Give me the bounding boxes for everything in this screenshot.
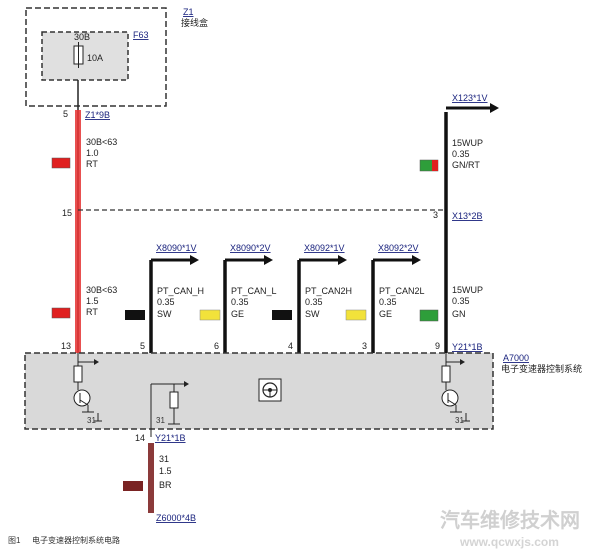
pin-5-top: 5 (63, 109, 68, 119)
wire-wup-top-gauge: 0.35 (452, 149, 470, 159)
wire-wup-top-circuit: 15WUP (452, 138, 483, 148)
resistor-right (441, 365, 451, 383)
watermark-cn: 汽车维修技术网 (440, 508, 580, 532)
wire-canh1-gauge: 0.35 (157, 297, 175, 307)
ecu-name: 电子变速器控制系统 (501, 363, 582, 374)
wire-30b-mid-circuit: 30B<63 (86, 285, 117, 295)
wire-canh1-color: SW (157, 309, 172, 319)
gnd-mid-label: 31 (156, 416, 165, 425)
watermark-url: www.qcwxjs.com (459, 535, 559, 549)
figure-caption: 电子变速器控制系统电路 (32, 535, 120, 545)
wire-wup-mid-circuit: 15WUP (452, 285, 483, 295)
connector-y21-1b-top: Y21*1B (452, 342, 483, 352)
wire-wup-top-color: GN/RT (452, 160, 480, 170)
wire-gnd-circuit: 31 (159, 454, 169, 464)
connector-x8092-1v: X8092*1V (304, 243, 345, 253)
pin-9: 9 (435, 341, 440, 351)
color-swatch-rt-1 (51, 157, 71, 169)
junction-box-outline (25, 7, 167, 107)
wire-30b-top-color: RT (86, 159, 98, 169)
color-swatch-rt-2 (51, 307, 71, 319)
figure-number: 图1 (8, 536, 21, 545)
wire-31-brown (148, 443, 154, 513)
wire-gnd-gauge: 1.5 (159, 466, 172, 476)
pin-6: 6 (214, 341, 219, 351)
wire-canl1-gauge: 0.35 (231, 297, 249, 307)
color-swatch-ge-2 (345, 309, 367, 321)
fuse-terminal: 30B (74, 32, 90, 42)
wire-canl1-color: GE (231, 309, 244, 319)
wire-wup-mid-gauge: 0.35 (452, 296, 470, 306)
junction-box-name: 接线盒 (181, 17, 208, 28)
gnd-right-label: 31 (455, 416, 464, 425)
resistor-middle (169, 391, 179, 409)
connector-z1-9b: Z1*9B (85, 110, 110, 120)
color-swatch-sw-1 (125, 310, 145, 320)
wire-canh2-color: SW (305, 309, 320, 319)
wire-30b-mid-color: RT (86, 307, 98, 317)
connector-y21-1b-bottom: Y21*1B (155, 433, 186, 443)
wire-wup-mid-color: GN (452, 309, 466, 319)
fuse-box-outline (41, 31, 129, 81)
pin-4: 4 (288, 341, 293, 351)
pin-3: 3 (362, 341, 367, 351)
resistor-left (73, 365, 83, 383)
connector-x13-2b: X13*2B (452, 211, 483, 221)
connector-x123-1v: X123*1V (452, 93, 488, 103)
wire-canh2-circuit: PT_CAN2H (305, 286, 352, 296)
fuse-rating: 10A (87, 53, 103, 63)
pin-13: 13 (61, 341, 71, 351)
transistor-right-icon (441, 389, 459, 407)
color-swatch-sw-2 (272, 310, 292, 320)
connector-x8090-2v: X8090*2V (230, 243, 271, 253)
wire-30b-top-gauge: 1.0 (86, 148, 99, 158)
pin-15: 15 (62, 208, 72, 218)
transistor-left-icon (73, 389, 91, 407)
ecu-id: A7000 (503, 353, 529, 363)
connector-x8090-1v: X8090*1V (156, 243, 197, 253)
wire-canl2-gauge: 0.35 (379, 297, 397, 307)
wire-30b-top-circuit: 30B<63 (86, 137, 117, 147)
pin-14: 14 (135, 433, 145, 443)
pin-3-right: 3 (433, 210, 438, 220)
gnd-left-label: 31 (87, 416, 96, 425)
color-swatch-gn (419, 309, 439, 322)
connector-z6000-4b: Z6000*4B (156, 513, 196, 523)
junction-box-id: Z1 (183, 7, 194, 17)
fuse-id: F63 (133, 30, 149, 40)
wire-canl2-color: GE (379, 309, 392, 319)
color-swatch-ge-1 (199, 309, 221, 321)
wire-canl1-circuit: PT_CAN_L (231, 286, 277, 296)
wire-canl2-circuit: PT_CAN2L (379, 286, 425, 296)
wire-canh1-circuit: PT_CAN_H (157, 286, 204, 296)
wire-gnd-color: BR (159, 480, 172, 490)
connector-x8092-2v: X8092*2V (378, 243, 419, 253)
wire-30b-mid-gauge: 1.5 (86, 296, 99, 306)
pin-5: 5 (140, 341, 145, 351)
color-swatch-br (123, 481, 143, 491)
wire-canh2-gauge: 0.35 (305, 297, 323, 307)
